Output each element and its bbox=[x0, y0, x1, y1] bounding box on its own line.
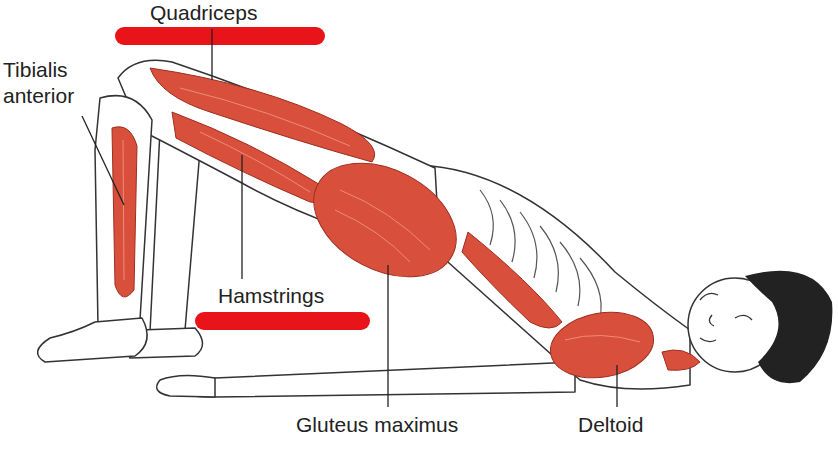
muscle-fibres bbox=[123, 88, 640, 342]
highlight-bar bbox=[115, 27, 325, 45]
body-outline bbox=[38, 60, 782, 397]
hair bbox=[745, 271, 832, 383]
muscle-label: Tibialis anterior bbox=[3, 57, 98, 109]
leader-lines bbox=[82, 29, 617, 407]
muscle-label: Gluteus maximus bbox=[296, 412, 458, 438]
muscle-label: Hamstrings bbox=[218, 283, 324, 309]
highlight-bar bbox=[195, 312, 370, 330]
muscles bbox=[112, 68, 700, 386]
muscle-label: Quadriceps bbox=[150, 0, 257, 26]
face bbox=[700, 293, 752, 341]
muscle-label: Deltoid bbox=[578, 412, 643, 438]
